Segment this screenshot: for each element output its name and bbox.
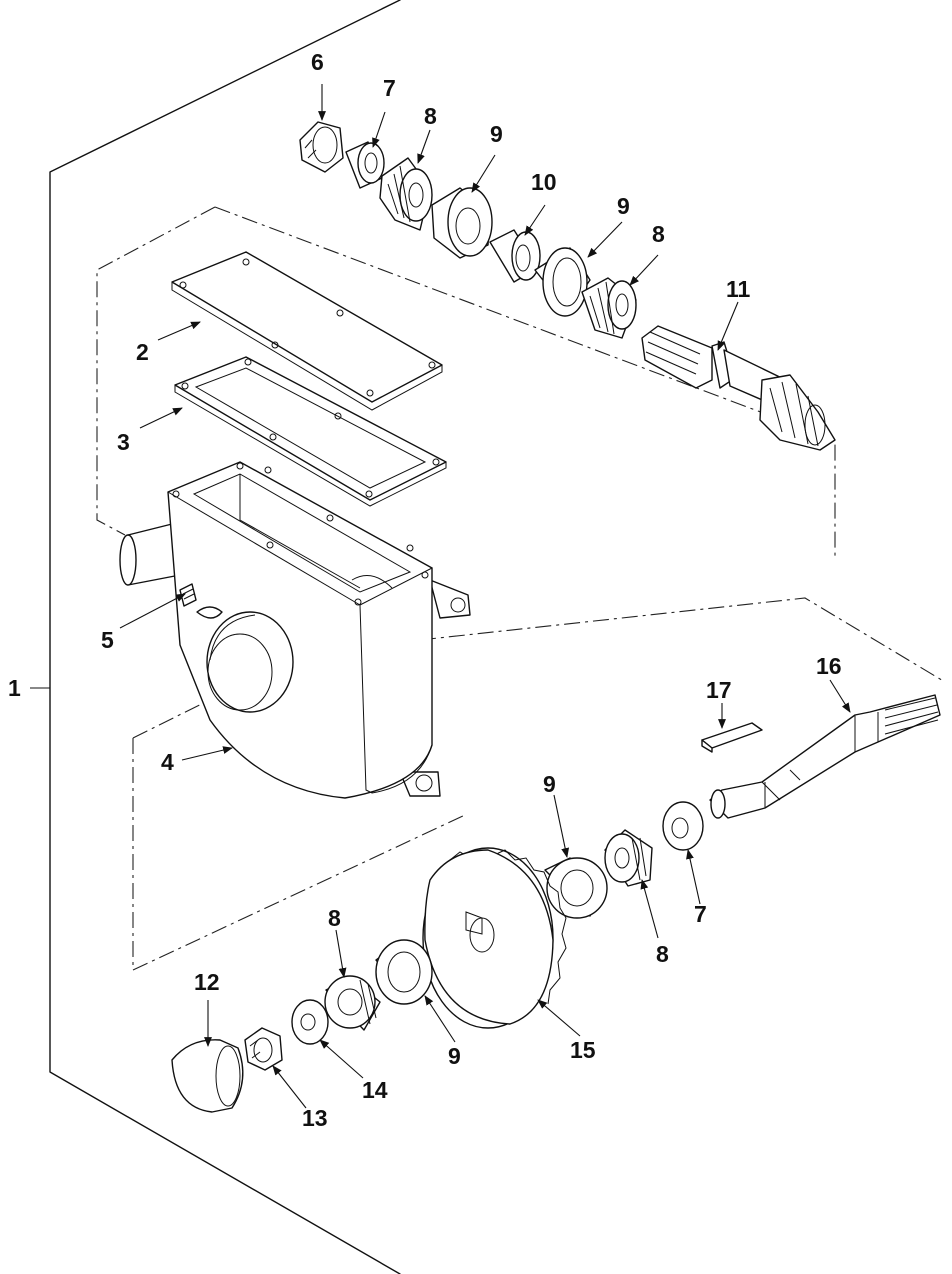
group-boundary-lower [132, 597, 946, 971]
callout-4: 4 [161, 749, 174, 775]
callout-8-lower-left: 8 [328, 905, 341, 931]
spacer-sleeve [489, 229, 541, 283]
callout-labels: 1 2 3 4 5 6 7 8 9 10 9 8 11 16 17 9 8 7 … [8, 49, 842, 1131]
callout-13: 13 [302, 1105, 328, 1131]
key [701, 722, 763, 753]
callout-2: 2 [136, 339, 149, 365]
castle-nut [244, 1027, 283, 1071]
bearing-cup-lower-right [544, 857, 608, 919]
callout-9-upper: 9 [490, 121, 503, 147]
callout-11: 11 [726, 276, 751, 302]
callout-12: 12 [194, 969, 220, 995]
callout-15: 15 [570, 1037, 596, 1063]
callout-7-upper: 7 [383, 75, 396, 101]
callout-14: 14 [362, 1077, 388, 1103]
washer-lower-left [291, 999, 329, 1045]
callout-9-lower-right: 9 [543, 771, 556, 797]
output-shaft [709, 694, 941, 819]
bearing-cone-upper [379, 157, 433, 231]
callout-5: 5 [101, 627, 114, 653]
gearbox-housing [119, 461, 471, 799]
callout-9-mid: 9 [617, 193, 630, 219]
gasket [174, 356, 447, 507]
callout-8-upper: 8 [424, 103, 437, 129]
leaders [119, 84, 851, 1109]
bearing-cup-mid [534, 247, 591, 317]
breather-plug [179, 583, 223, 619]
cover-plate [171, 251, 443, 411]
bearing-cone-lower-left [324, 975, 381, 1031]
bevel-ring-gear [422, 847, 567, 1029]
assembly-bracket [30, 0, 401, 1274]
callout-10: 10 [531, 169, 557, 195]
nut-upper [299, 121, 344, 173]
callout-6: 6 [311, 49, 324, 75]
callout-17: 17 [706, 677, 732, 703]
pinion-shaft [641, 325, 836, 451]
washer-upper [345, 141, 385, 189]
washer-lower [662, 801, 704, 851]
callout-3: 3 [117, 429, 130, 455]
callout-7-lower: 7 [694, 901, 707, 927]
bearing-cone-lower-right [604, 829, 653, 887]
callout-16: 16 [816, 653, 842, 679]
callout-9-lower-left: 9 [448, 1043, 461, 1069]
bearing-cup-upper [431, 187, 493, 259]
callout-8-mid: 8 [652, 221, 665, 247]
end-cap [171, 1039, 244, 1113]
bearing-cone-mid [581, 277, 637, 339]
callout-8-lower-right: 8 [656, 941, 669, 967]
bearing-cup-lower-left [375, 939, 433, 1005]
group-boundary-upper [96, 206, 836, 560]
callout-1: 1 [8, 675, 21, 701]
